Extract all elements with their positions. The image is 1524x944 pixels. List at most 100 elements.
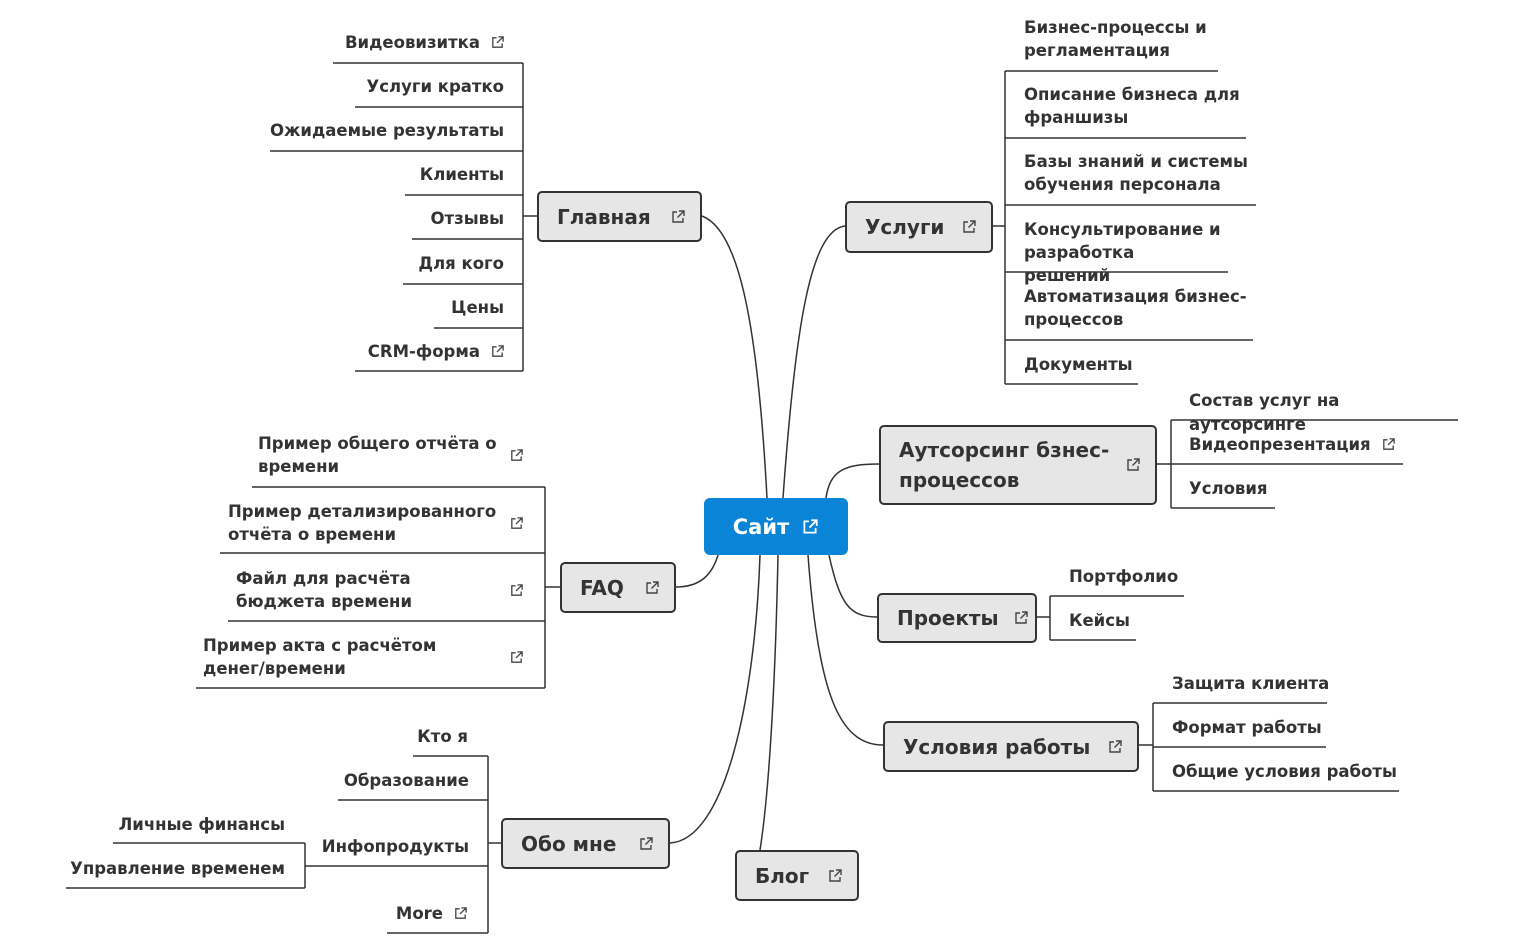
item-label: Файл для расчёта бюджета времени [236, 569, 413, 611]
external-link-icon[interactable] [509, 448, 524, 463]
list-item[interactable]: Для кого [300, 252, 504, 276]
list-item[interactable]: Отзывы [300, 207, 504, 231]
topic-outsourcing[interactable]: Аутсорсинг бзнес-процессов [879, 425, 1157, 505]
list-item[interactable]: Файл для расчёта бюджета времени [236, 567, 524, 613]
external-link-icon[interactable] [1013, 610, 1029, 626]
item-label: Кто я [417, 727, 468, 746]
topic-proekty[interactable]: Проекты [877, 593, 1037, 643]
item-label: More [395, 904, 443, 923]
topic-faq[interactable]: FAQ [560, 562, 676, 613]
item-label: Видеопрезентация [1189, 435, 1371, 454]
topic-label: Обо мне [521, 831, 617, 856]
external-link-icon[interactable] [509, 650, 524, 665]
list-item[interactable]: Кейсы [1069, 609, 1139, 633]
external-link-icon[interactable] [509, 583, 524, 598]
external-link-icon[interactable] [644, 580, 660, 596]
list-item[interactable]: Видеовизитка [300, 31, 505, 55]
item-label: Портфолио [1069, 567, 1179, 586]
item-label: Описание бизнеса для франшизы [1024, 85, 1240, 127]
list-item[interactable]: Консультирование и разработка решений [1024, 218, 1224, 287]
list-item[interactable]: Защита клиента [1172, 672, 1332, 696]
list-item[interactable]: Образование [300, 769, 469, 793]
item-label: Консультирование и разработка решений [1024, 220, 1221, 285]
list-item[interactable]: Состав услуг на аутсорсинге [1189, 389, 1459, 437]
list-item[interactable]: Условия [1189, 477, 1279, 501]
item-label: Цены [451, 298, 504, 317]
item-label: Состав услуг на аутсорсинге [1189, 391, 1340, 434]
external-link-icon[interactable] [509, 516, 524, 531]
topic-label: Главная [557, 204, 651, 229]
topic-label: Условия работы [903, 734, 1091, 759]
list-item[interactable]: More [360, 902, 468, 926]
list-item[interactable]: Автоматизация бизнес-процессов [1024, 285, 1252, 331]
external-link-icon[interactable] [453, 906, 468, 921]
topic-usloviya[interactable]: Условия работы [883, 721, 1139, 772]
external-link-icon[interactable] [1381, 437, 1396, 452]
external-link-icon[interactable] [490, 344, 505, 359]
list-item[interactable]: Портфолио [1069, 565, 1184, 589]
central-topic[interactable]: Сайт [704, 498, 848, 555]
list-item[interactable]: Инфопродукты [300, 835, 469, 859]
item-label: Базы знаний и системы обучения персонала [1024, 152, 1248, 194]
list-item[interactable]: Документы [1024, 353, 1154, 377]
item-label: Отзывы [430, 209, 504, 228]
topic-uslugi[interactable]: Услуги [845, 201, 993, 253]
list-item[interactable]: Описание бизнеса для франшизы [1024, 83, 1244, 129]
item-label: Пример общего отчёта о времени [258, 434, 497, 476]
item-label: Автоматизация бизнес-процессов [1024, 287, 1247, 329]
central-topic-label: Сайт [732, 514, 790, 539]
external-link-icon[interactable] [638, 836, 654, 852]
topic-label: Услуги [865, 215, 945, 239]
list-item[interactable]: Пример детализированного отчёта о времен… [228, 500, 524, 546]
list-item[interactable]: Кто я [380, 725, 468, 749]
list-item[interactable]: Формат работы [1172, 716, 1332, 740]
external-link-icon[interactable] [961, 219, 977, 235]
item-label: Документы [1024, 355, 1133, 374]
item-label: Общие условия работы [1172, 762, 1397, 781]
list-item[interactable]: Бизнес-процессы и регламентация [1024, 16, 1224, 62]
item-label: Защита клиента [1172, 674, 1330, 693]
item-label: Образование [343, 771, 469, 790]
item-label: Для кого [418, 254, 504, 273]
list-item[interactable]: Клиенты [300, 163, 504, 187]
topic-obo-mne[interactable]: Обо мне [501, 818, 670, 869]
list-item[interactable]: Управление временем [50, 857, 285, 881]
list-item[interactable]: Базы знаний и системы обучения персонала [1024, 150, 1254, 196]
item-label: Клиенты [419, 165, 504, 184]
list-item[interactable]: Личные финансы [90, 813, 285, 837]
item-label: Условия [1189, 479, 1268, 498]
topic-glavnaya[interactable]: Главная [537, 191, 702, 242]
external-link-icon[interactable] [670, 209, 686, 225]
external-link-icon[interactable] [1107, 739, 1123, 755]
item-label: Пример детализированного отчёта о времен… [228, 502, 497, 544]
list-item[interactable]: Пример акта с расчётом денег/времени [203, 634, 524, 680]
external-link-icon[interactable] [490, 35, 505, 50]
item-label: Личные финансы [118, 815, 285, 834]
topic-label: Аутсорсинг бзнес-процессов [899, 438, 1110, 492]
external-link-icon[interactable] [1125, 457, 1141, 473]
topic-blog[interactable]: Блог [735, 850, 859, 901]
item-label: Пример акта с расчётом денег/времени [203, 636, 437, 678]
item-label: Видеовизитка [344, 33, 480, 52]
topic-label: FAQ [580, 575, 624, 600]
topic-label: Проекты [897, 606, 999, 630]
item-label: Управление временем [70, 859, 285, 878]
list-item[interactable]: Пример общего отчёта о времени [258, 432, 524, 478]
item-label: Формат работы [1172, 718, 1322, 737]
item-label: Кейсы [1069, 611, 1130, 630]
list-item[interactable]: CRM-форма [300, 340, 505, 364]
item-label: Бизнес-процессы и регламентация [1024, 18, 1207, 60]
list-item[interactable]: Ожидаемые результаты [250, 119, 504, 143]
list-item[interactable]: Услуги кратко [300, 75, 504, 99]
item-label: Услуги кратко [366, 77, 504, 96]
list-item[interactable]: Общие условия работы [1172, 760, 1402, 784]
item-label: Инфопродукты [321, 837, 469, 856]
list-item[interactable]: Видеопрезентация [1189, 433, 1404, 457]
external-link-icon[interactable] [827, 868, 843, 884]
topic-label: Блог [755, 863, 810, 888]
list-item[interactable]: Цены [300, 296, 504, 320]
item-label: Ожидаемые результаты [269, 121, 504, 140]
item-label: CRM-форма [367, 342, 480, 361]
external-link-icon[interactable] [801, 518, 819, 536]
